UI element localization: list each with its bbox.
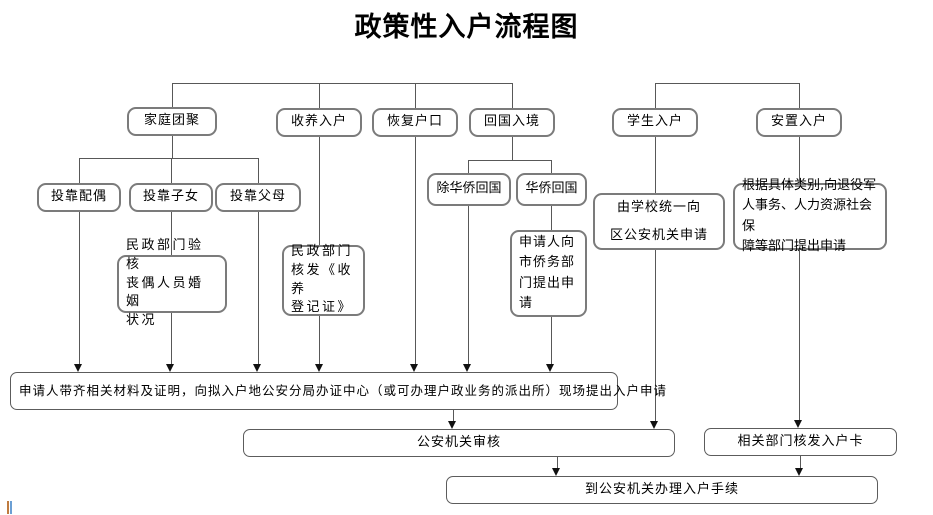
connector-line [655, 83, 656, 108]
node-restore-hukou: 恢复户口 [372, 108, 458, 137]
node-join-spouse: 投靠配偶 [37, 183, 121, 212]
node-school-apply: 由学校统一向 区公安机关申请 [593, 193, 725, 250]
connector-line [415, 83, 416, 108]
node-police-review: 公安机关审核 [243, 429, 675, 457]
connector-line [258, 158, 259, 183]
connector-line [799, 83, 800, 108]
arrow-down-icon [546, 364, 554, 372]
connector-line [319, 137, 320, 245]
connector-line [512, 137, 513, 160]
connector-line [415, 137, 416, 364]
connector-line [79, 212, 80, 364]
connector-line [512, 83, 513, 108]
arrow-down-icon [410, 364, 418, 372]
node-join-parents: 投靠父母 [215, 183, 301, 212]
node-student: 学生入户 [612, 108, 698, 137]
node-family-reunion: 家庭团聚 [127, 107, 217, 136]
arrow-down-icon [552, 468, 560, 476]
connector-line [172, 83, 512, 84]
node-final-hukou-procedure: 到公安机关办理入户手续 [446, 476, 878, 504]
connector-line [655, 83, 799, 84]
connector-line [468, 160, 551, 161]
connector-line [468, 160, 469, 173]
arrow-down-icon [166, 364, 174, 372]
arrow-down-icon [650, 421, 658, 429]
connector-line [557, 457, 558, 468]
connector-line [258, 212, 259, 364]
connector-line [319, 83, 320, 108]
connector-line [172, 136, 173, 158]
connector-line [172, 83, 173, 107]
node-civil-affairs-verify: 民政部门验核 丧偶人员婚姻 状况 [117, 238, 227, 328]
arrow-down-icon [448, 421, 456, 429]
connector-line [453, 410, 454, 421]
node-resettlement: 安置入户 [756, 108, 842, 137]
page-title: 政策性入户流程图 [354, 12, 579, 43]
node-overseas-chinese-return: 华侨回国 [516, 173, 587, 206]
connector-line [800, 456, 801, 468]
node-civil-affairs-issue-cert: 民政部门 核发《收养 登记证》 [282, 244, 365, 316]
node-adoption: 收养入户 [276, 108, 362, 137]
cursor-marker-blue [10, 501, 12, 514]
node-apply-resettle-departments: 根据具体类别,向退役军 人事务、人力资源社会保 障等部门提出申请 [733, 178, 887, 254]
connector-line [551, 206, 552, 230]
arrow-down-icon [795, 468, 803, 476]
arrow-down-icon [74, 364, 82, 372]
node-apply-overseas-chinese-affairs: 申请人向 市侨务部 门提出申 请 [510, 230, 587, 317]
arrow-down-icon [463, 364, 471, 372]
connector-line [171, 158, 172, 183]
connector-line [468, 206, 469, 364]
connector-line [551, 317, 552, 364]
arrow-down-icon [794, 420, 802, 428]
connector-line [171, 313, 172, 364]
node-return-from-abroad: 回国入境 [469, 108, 555, 137]
connector-line [79, 158, 258, 159]
connector-line [551, 160, 552, 173]
node-non-overseas-chinese-return: 除华侨回国 [427, 173, 511, 206]
connector-line [319, 316, 320, 364]
cursor-marker-orange [7, 501, 9, 514]
arrow-down-icon [253, 364, 261, 372]
connector-line [799, 137, 800, 183]
connector-line [799, 250, 800, 420]
connector-line [79, 158, 80, 183]
arrow-down-icon [315, 364, 323, 372]
connector-line [655, 137, 656, 193]
node-submit-application: 申请人带齐相关材料及证明，向拟入户地公安分局办证中心（或可办理户政业务的派出所）… [10, 372, 666, 410]
connector-line [655, 250, 656, 421]
node-join-children: 投靠子女 [129, 183, 213, 212]
connector-line [171, 212, 172, 255]
node-issue-hukou-card: 相关部门核发入户卡 [704, 428, 897, 456]
